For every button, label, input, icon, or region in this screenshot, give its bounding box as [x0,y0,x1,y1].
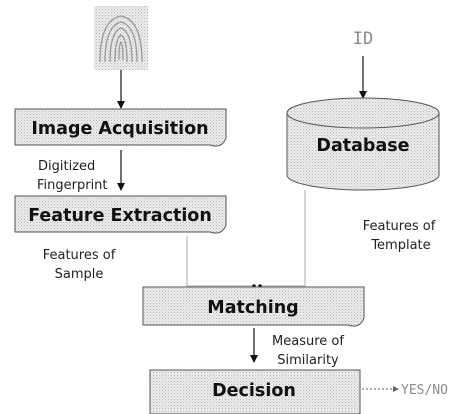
digitized-label-line1: Digitized [38,159,95,174]
template-features-label-line1: Features of [363,219,436,234]
fingerprint-icon [94,6,148,70]
similarity-label-line1: Measure of [272,334,344,349]
digitized-label-line2: Fingerprint [37,178,108,193]
similarity-label-line2: Similarity [277,353,339,368]
database-cylinder: Database [286,97,440,191]
template-features-label-line2: Template [370,238,430,253]
database-label: Database [316,136,409,156]
sample-features-label-line2: Sample [55,267,104,282]
matching-box: Matching [142,286,365,327]
decision-label: Decision [212,381,296,401]
feature-extraction-label: Feature Extraction [28,206,212,226]
image-acquisition-box: Image Acquisition [14,108,227,147]
output-label: YES/NO [401,383,448,398]
line-template-to-matching [260,190,306,287]
decision-box: Decision [149,369,361,414]
image-acquisition-label: Image Acquisition [31,119,208,139]
matching-label: Matching [207,298,298,318]
line-sample-to-matching [186,236,254,287]
id-label: ID [353,29,373,49]
sample-features-label-line1: Features of [43,248,116,263]
feature-extraction-box: Feature Extraction [14,195,227,234]
